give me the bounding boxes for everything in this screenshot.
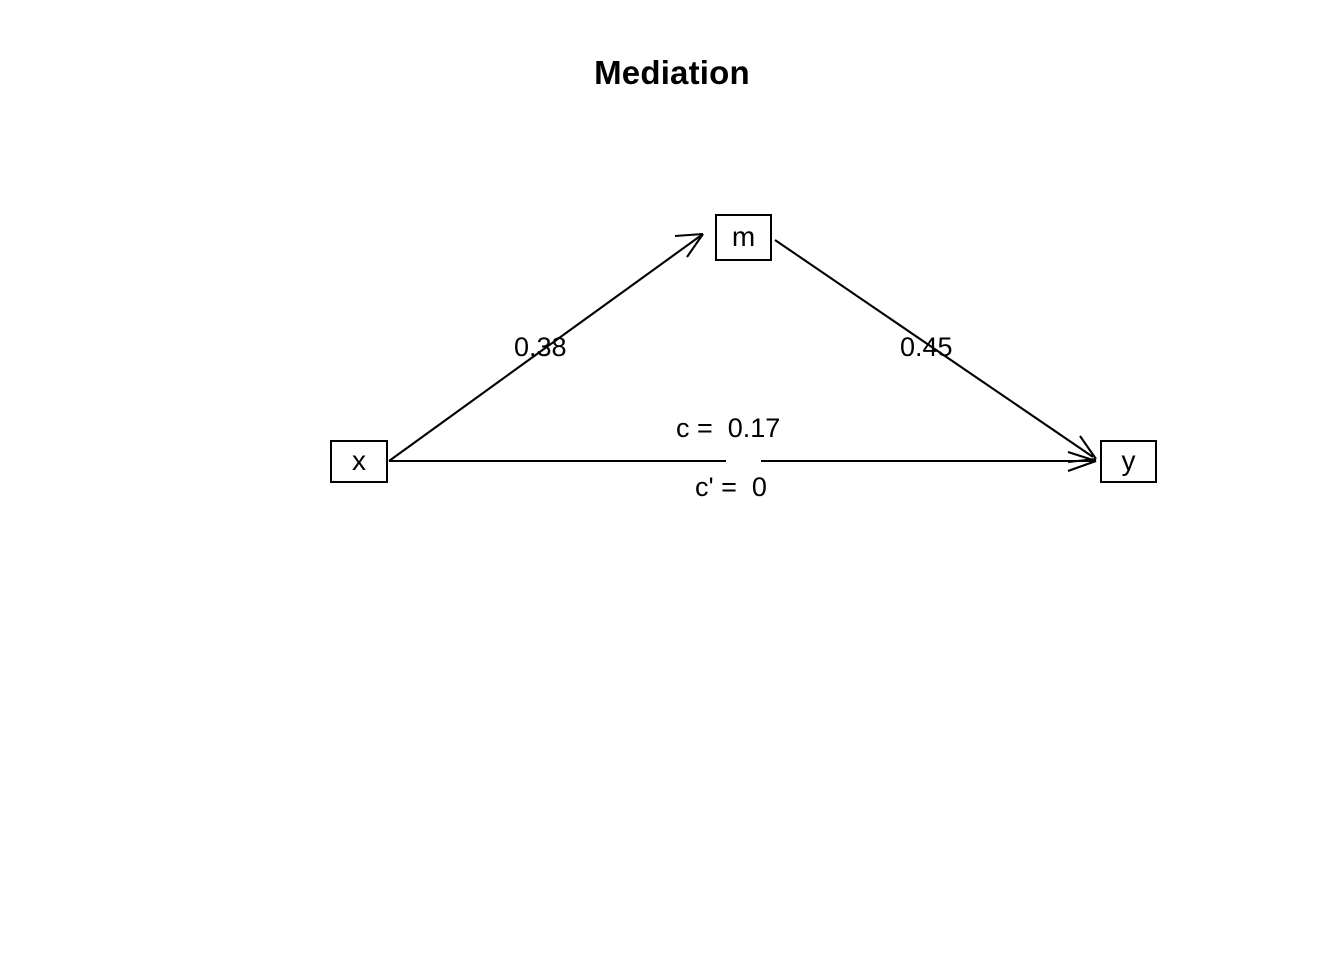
- edge-a-arrowhead-barb-bottom: [686, 233, 704, 258]
- node-label-y: y: [1121, 444, 1136, 476]
- node-box-x[interactable]: x: [330, 440, 388, 483]
- edge-b-line: [774, 239, 1094, 458]
- edge-label-c-prime-path: c' = 0: [695, 472, 767, 502]
- edge-label-c-path: c = 0.17: [676, 413, 781, 443]
- node-label-x: x: [352, 444, 366, 476]
- edge-a-line: [388, 233, 704, 462]
- edge-c-arrowhead-barb-bottom: [1067, 460, 1097, 472]
- node-box-y[interactable]: y: [1100, 440, 1157, 483]
- edge-a-arrowhead-barb-top: [674, 232, 704, 238]
- edge-c-arrowhead-barb-top: [1067, 451, 1097, 462]
- page-title: Mediation: [594, 54, 750, 91]
- edge-label-a-path: 0.38: [514, 332, 567, 362]
- edge-label-b-path: 0.45: [900, 332, 953, 362]
- node-label-m: m: [731, 220, 756, 252]
- edge-b-arrowhead-barb-top: [1079, 435, 1097, 460]
- node-box-m[interactable]: m: [715, 214, 772, 261]
